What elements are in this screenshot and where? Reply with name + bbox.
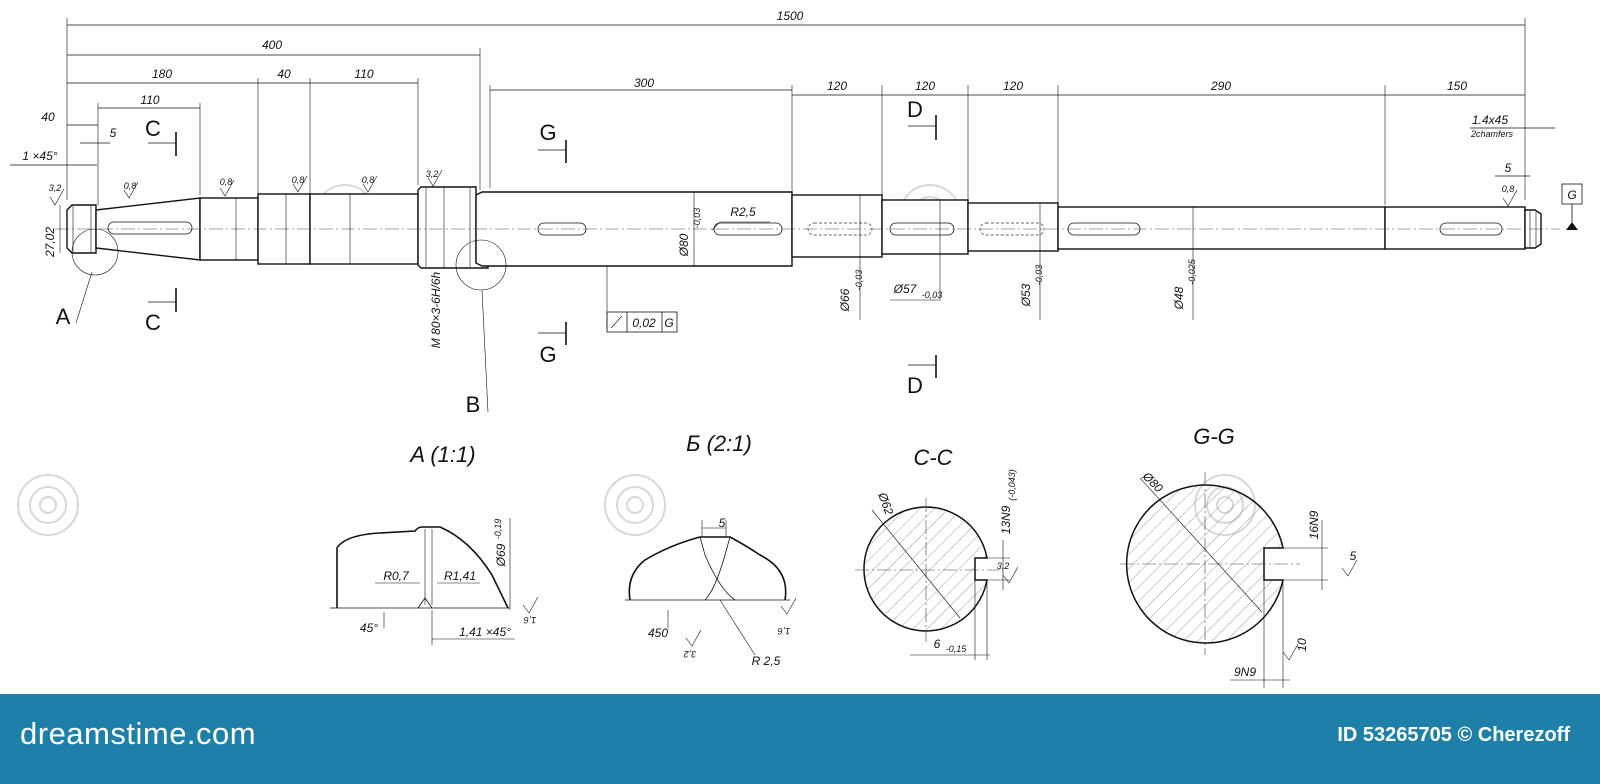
section-c-bottom: C	[145, 310, 161, 335]
section-gg-depth: 9N9	[1234, 665, 1256, 679]
dim-180: 180	[152, 67, 172, 81]
image-credit: ID 53265705 © Cherezoff	[1337, 724, 1570, 746]
detail-a: A (1:1) R0,7 R1,41 45° 1,41 ×45° Ø69 -0,…	[330, 442, 539, 645]
dim-d66-tol: -0,03	[854, 270, 864, 291]
detail-a-r1: R0,7	[383, 569, 410, 583]
dim-110-left: 110	[140, 93, 159, 107]
dim-d53: Ø53	[1019, 283, 1033, 307]
dim-120-c: 120	[1003, 79, 1023, 93]
footer-bar: dreamstime.com ID 53265705 © Cherezoff	[0, 694, 1600, 784]
dim-5-left: 5	[110, 126, 117, 140]
section-cc-diam: Ø62	[875, 490, 896, 517]
detail-a-diam-tol: -0,19	[493, 519, 503, 540]
rough-1: 3,2	[49, 183, 62, 193]
section-d-bottom: D	[907, 373, 923, 398]
detail-a-title: A (1:1)	[408, 442, 475, 467]
section-gg-rough: 5	[1350, 549, 1357, 563]
datum-g: G	[1561, 183, 1583, 230]
rough-2: 0,8	[124, 181, 137, 191]
thread-spec: M 80×3-6H/6h	[429, 271, 443, 348]
datum-g-label: G	[1567, 188, 1576, 202]
dim-120-a: 120	[827, 79, 847, 93]
dim-d57: Ø57	[893, 282, 918, 296]
dim-chamfer-right: 1.4x45	[1472, 113, 1508, 127]
radius-main: R2,5	[730, 205, 756, 219]
detail-b-callout: B	[466, 392, 481, 417]
section-gg-key: 16N9	[1307, 510, 1321, 539]
section-gg-diam: Ø80	[1139, 468, 1166, 495]
dim-27: 27,02	[43, 227, 57, 258]
section-markers: C C G G D D A B	[56, 97, 937, 417]
diameter-dims: 27,02 Ø80 -0,03 R2,5 Ø66 -0,03 Ø57 -0,03…	[43, 187, 1197, 348]
rough-4: 0,8	[292, 175, 305, 185]
dim-1500: 1500	[777, 9, 804, 23]
overall-dimensions: 1500 400 180 40 110 300 120 120 120 290 …	[10, 9, 1555, 205]
dim-d66: Ø66	[838, 288, 852, 312]
dim-300: 300	[634, 76, 654, 90]
tolerance-frame: 0,02 G	[606, 266, 678, 333]
detail-b-rough2: 1,6	[778, 626, 791, 636]
section-c-top: C	[145, 116, 161, 141]
rough-6: 3,2	[426, 169, 439, 179]
engineering-drawing: 1500 400 180 40 110 300 120 120 120 290 …	[10, 9, 1583, 688]
section-cc-rough: 3,2	[997, 561, 1010, 571]
section-g-bottom: G	[539, 342, 556, 367]
section-gg-rough2: 10	[1295, 638, 1309, 652]
detail-b: Б (2:1) 5 450 3,2 R 2,5 1,6	[625, 431, 797, 668]
dim-d80: Ø80	[677, 233, 691, 257]
dim-290: 290	[1210, 79, 1231, 93]
dim-d80-tol: -0,03	[692, 208, 702, 229]
dim-d53-tol: -0,03	[1034, 265, 1044, 286]
detail-b-width: 5	[719, 516, 726, 530]
detail-b-title: Б (2:1)	[686, 431, 752, 456]
detail-b-angle: 450	[648, 626, 668, 640]
dim-150: 150	[1447, 79, 1467, 93]
section-gg: G-G Ø80 16N9 5 9N9 10	[1120, 424, 1358, 688]
section-d-top: D	[907, 97, 923, 122]
section-cc-key-tol: (-0,043)	[1007, 469, 1017, 501]
detail-a-rough: 1,6	[524, 615, 537, 625]
tol-datum: G	[664, 316, 673, 330]
section-gg-title: G-G	[1193, 424, 1235, 449]
dim-5-right: 5	[1505, 161, 1512, 175]
rough-5: 0,8	[362, 175, 375, 185]
detail-a-r2: R1,41	[444, 569, 476, 583]
dim-chamfer-count: 2chamfers	[1470, 129, 1514, 139]
brand-logo[interactable]: dreamstime.com	[20, 716, 257, 751]
detail-a-diam: Ø69	[494, 543, 508, 567]
dim-chamfer-left: 1 ×45°	[22, 149, 57, 163]
detail-b-rough1: 3,2	[684, 649, 697, 659]
rough-7: 0,8	[1502, 184, 1515, 194]
section-cc-depth: 6	[934, 637, 941, 651]
dim-110: 110	[354, 67, 373, 81]
rough-3: 0,8	[220, 177, 233, 187]
detail-b-radius: R 2,5	[752, 654, 781, 668]
section-cc: C-C Ø62 13N9 (-0,043) 3,2 6 -0,15	[855, 445, 1019, 660]
dim-d48-tol: -0,025	[1187, 258, 1197, 285]
tol-value: 0,02	[632, 316, 656, 330]
section-cc-depth-tol: -0,15	[946, 644, 968, 654]
section-cc-key: 13N9	[999, 505, 1013, 534]
shaft-body	[55, 186, 1560, 291]
dim-40: 40	[277, 67, 291, 81]
section-cc-title: C-C	[913, 445, 952, 470]
dim-d48: Ø48	[1172, 286, 1186, 310]
section-g-top: G	[539, 120, 556, 145]
dim-400: 400	[262, 38, 282, 52]
dim-120-b: 120	[915, 79, 935, 93]
detail-a-angle: 45°	[360, 621, 378, 635]
roughness-marks: 3,2 0,8 0,8 0,8 0,8 3,2 0,8	[49, 169, 1518, 207]
dim-d57-tol: -0,03	[922, 290, 943, 300]
detail-a-callout: A	[56, 304, 71, 329]
detail-a-chamfer: 1,41 ×45°	[459, 625, 511, 639]
dim-40-left: 40	[41, 110, 55, 124]
